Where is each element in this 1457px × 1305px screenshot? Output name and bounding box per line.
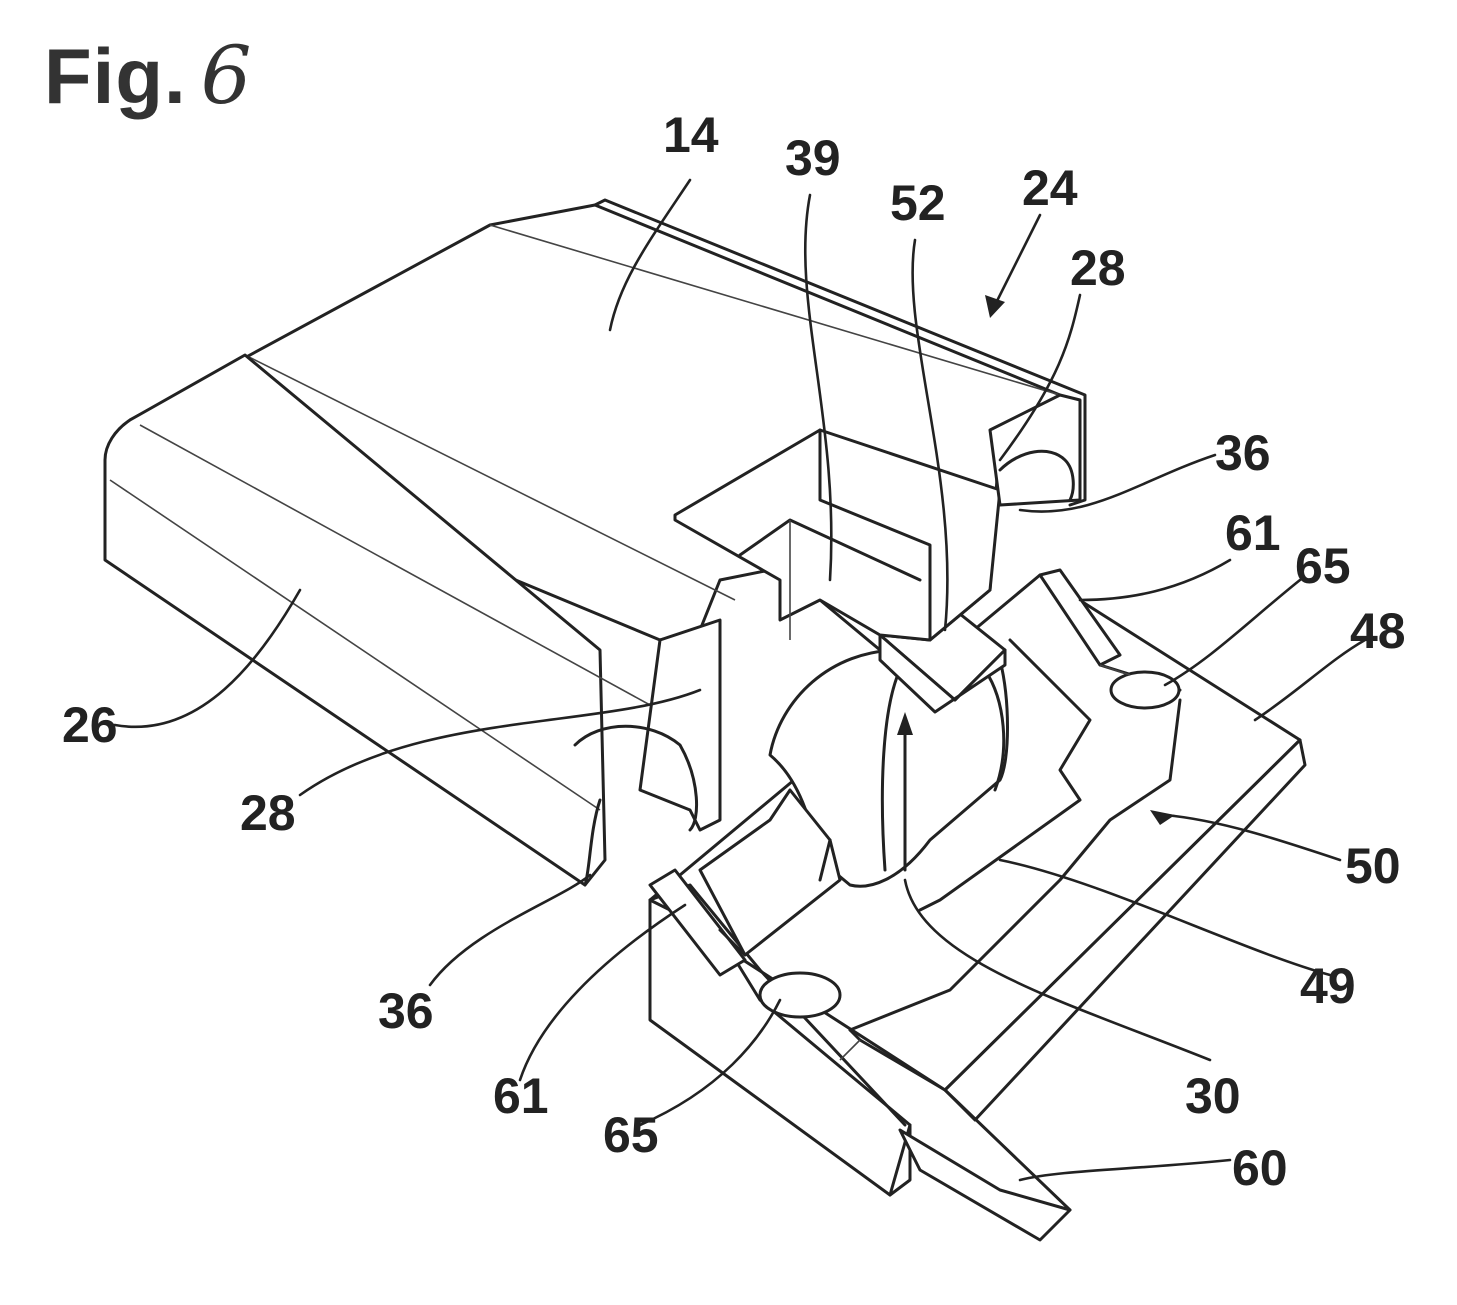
ref-36-right: 36	[1215, 425, 1271, 481]
strip-60	[898, 1128, 1072, 1242]
reference-numerals: 14 39 52 24 28 36 61 65 48 26 28 50 36 4…	[62, 107, 1406, 1196]
leader-lines	[113, 178, 1367, 1182]
right-rail-61	[1038, 568, 1122, 667]
ref-14: 14	[663, 107, 719, 163]
ref-50: 50	[1345, 838, 1401, 894]
bump-65-right	[1109, 670, 1181, 710]
cover-housing	[103, 198, 1087, 887]
ref-49: 49	[1300, 958, 1356, 1014]
ref-26: 26	[62, 697, 118, 753]
ref-36-left: 36	[378, 983, 434, 1039]
ref-30: 30	[1185, 1068, 1241, 1124]
ref-28-top: 28	[1070, 240, 1126, 296]
lip-28-left	[638, 618, 722, 832]
left-rail-61	[648, 868, 747, 977]
ref-61-left: 61	[493, 1068, 549, 1124]
lip-28-right	[988, 393, 1082, 507]
ref-48: 48	[1350, 603, 1406, 659]
bump-65-left	[758, 971, 842, 1019]
base-plate	[648, 568, 1307, 1242]
ref-52: 52	[890, 175, 946, 231]
hook-36-left	[573, 724, 699, 832]
ref-65-left: 65	[603, 1107, 659, 1163]
hook-36-right	[998, 449, 1075, 502]
figure-number: 6	[200, 29, 253, 122]
ref-65-right: 65	[1295, 538, 1351, 594]
cover-front-face	[103, 353, 607, 887]
recess-49-outline	[848, 698, 1182, 1032]
figure-label: Fig.	[44, 32, 187, 120]
ref-60: 60	[1232, 1140, 1288, 1196]
ref-39: 39	[785, 130, 841, 186]
figure-title: Fig.6	[44, 36, 253, 116]
ref-24: 24	[1022, 160, 1078, 216]
ref-61-right: 61	[1225, 505, 1281, 561]
ref-28-left: 28	[240, 785, 296, 841]
